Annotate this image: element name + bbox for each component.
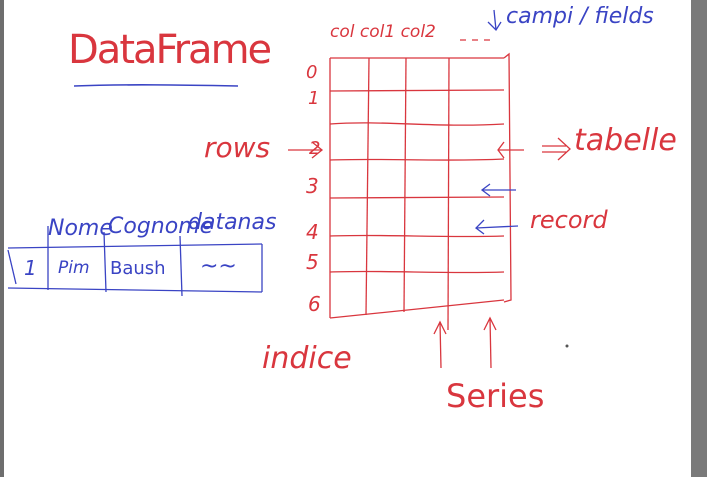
title: DataFrame (68, 27, 272, 73)
tabelle-arrow (497, 137, 571, 161)
right-gutter (691, 0, 707, 477)
record-arrows (475, 183, 519, 235)
dataframe-grid (329, 39, 512, 331)
table-cell-datanas: ~~ (200, 254, 237, 279)
series-label: Series (446, 377, 545, 415)
row-index-1: 1 (308, 88, 320, 109)
tabelle-label: tabelle (574, 123, 677, 158)
rows-arrow (288, 141, 324, 159)
column-labels: col col1 col2 (330, 22, 436, 42)
rows-label: rows (204, 131, 271, 164)
fields-label: campi / fields (506, 4, 654, 29)
table-header-nome: Nome (48, 216, 113, 241)
table-header-cognome: Cognome (108, 214, 214, 239)
whiteboard-canvas: DataFrame col col1 col2 campi / fields 0… (4, 0, 691, 477)
sketch-strokes (7, 9, 571, 369)
row-index-3: 3 (306, 174, 319, 198)
row-index-2: 2 (309, 138, 321, 159)
table-cell-cognome: Baush (110, 258, 166, 279)
row-index-5: 5 (306, 250, 319, 274)
record-label: record (530, 206, 608, 234)
row-index-6: 6 (308, 292, 321, 316)
table-header-datanas: datanas (188, 210, 277, 235)
table-row-index: 1 (24, 256, 37, 280)
stray-dot (565, 344, 569, 348)
title-underline (73, 84, 239, 87)
table-cell-nome: Pim (58, 258, 90, 278)
row-index-0: 0 (306, 62, 318, 83)
row-index-4: 4 (306, 220, 319, 244)
indice-label: indice (262, 341, 352, 376)
series-arrows (433, 316, 497, 369)
example-table-lines (7, 226, 263, 297)
fields-arrow (487, 9, 502, 32)
